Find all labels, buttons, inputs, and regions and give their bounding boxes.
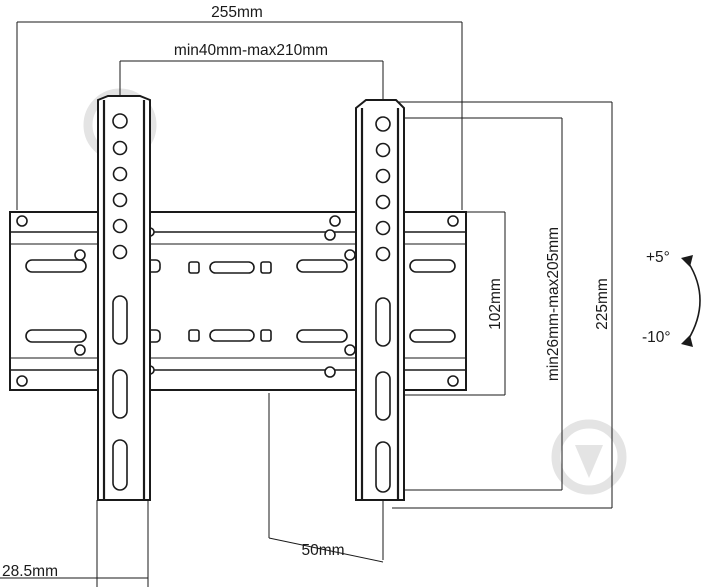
dimension-profile	[0, 500, 149, 587]
label-vertical-spacing: min26mm-max205mm	[545, 227, 562, 381]
label-profile: 28.5mm	[2, 563, 58, 580]
left-arm	[97, 95, 151, 501]
label-overall-height: 225mm	[594, 278, 611, 330]
dimension-depth	[268, 393, 384, 563]
label-horizontal-spacing: min40mm-max210mm	[174, 42, 328, 59]
watermark-logo-bottom-right	[551, 419, 627, 495]
right-arm	[355, 99, 405, 501]
label-depth: 50mm	[301, 542, 344, 559]
dimension-horizontal-spacing	[119, 60, 384, 112]
dimension-overall-width	[16, 21, 463, 210]
label-overall-width: 255mm	[211, 4, 263, 21]
label-tilt-down: -10°	[642, 329, 671, 346]
tilt-arrow	[681, 255, 701, 347]
label-tilt-up: +5°	[646, 249, 670, 266]
dimension-overall-height	[392, 101, 613, 509]
label-inner-height: 102mm	[487, 278, 504, 330]
dimension-vertical-spacing	[383, 117, 563, 491]
